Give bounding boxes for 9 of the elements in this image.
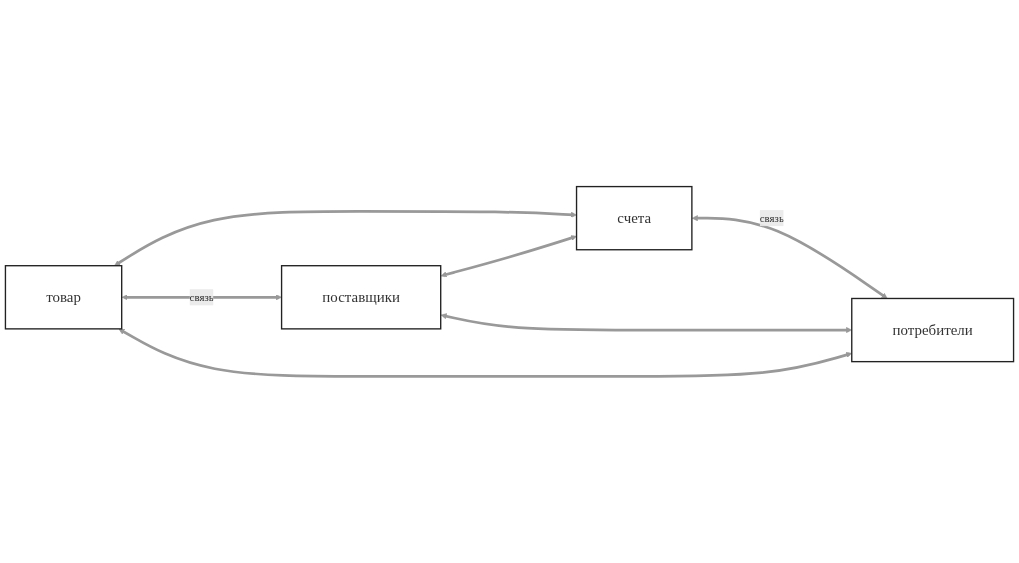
node-box: товар [4,265,123,330]
edge-label: связь [189,291,214,303]
arrow [440,235,577,278]
edge-label: связь [759,212,784,224]
node-box: поставщики [280,265,442,330]
arrow [691,215,888,299]
node-box: счета [575,185,693,251]
node-box: потребители [851,297,1015,363]
arrow [114,210,577,266]
